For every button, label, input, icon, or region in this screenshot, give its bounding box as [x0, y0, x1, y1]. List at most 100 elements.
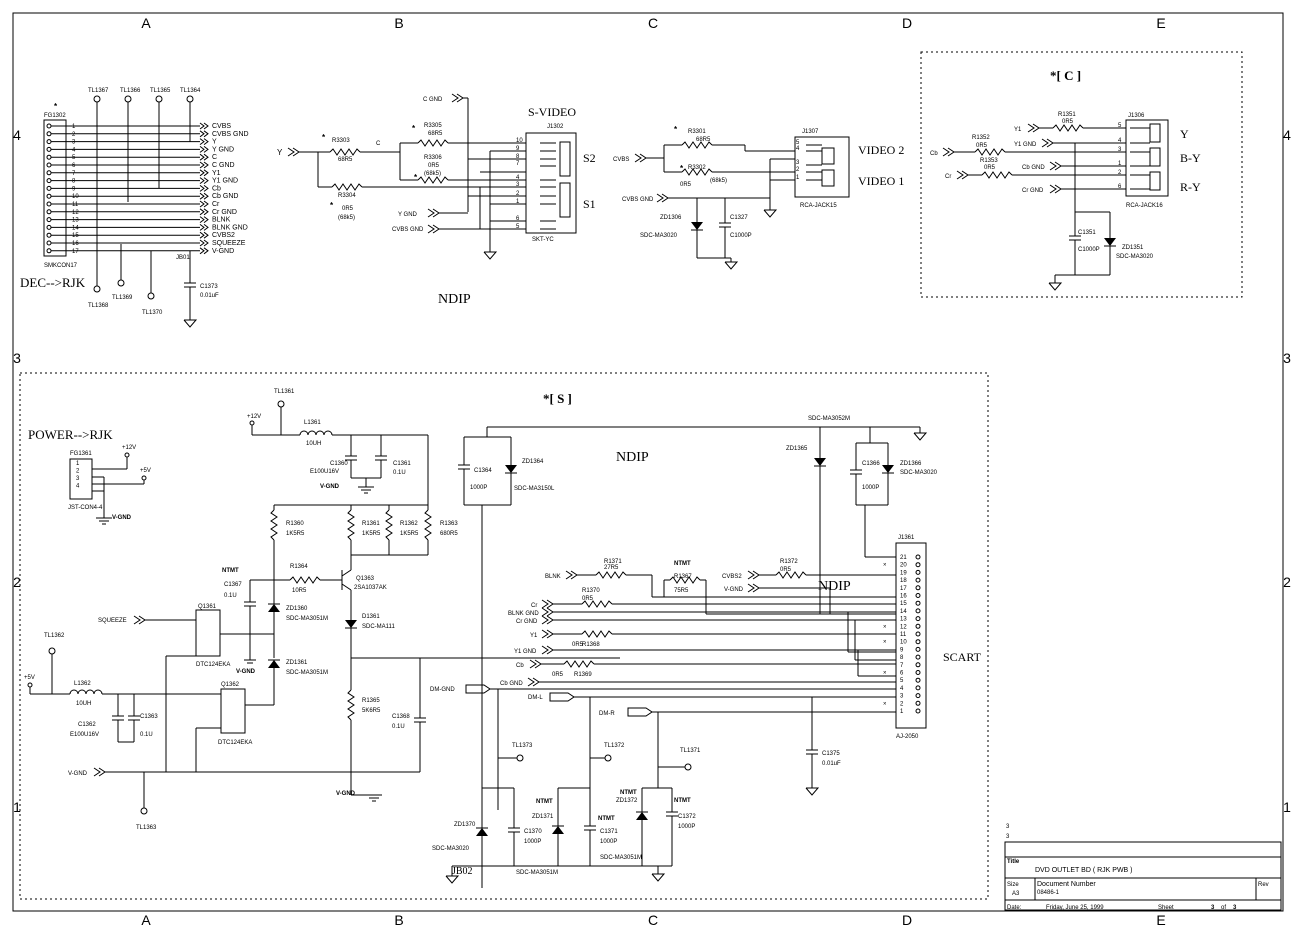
component-ref: J1302 [547, 124, 564, 130]
pin-number: 6 [900, 671, 904, 677]
star-marker: * [680, 164, 684, 173]
component-ref: R1364 [290, 564, 308, 570]
block-label-dec-rjk: DEC-->RJK [20, 275, 86, 290]
pin-circle [46, 146, 52, 152]
pin-number: 5 [72, 155, 76, 161]
component-ref: R1370 [582, 588, 600, 594]
net-label: BLNK [545, 574, 561, 580]
component-value: 0.1U [224, 593, 237, 599]
pin-circle [46, 139, 52, 145]
component-value: SDC-MA111 [362, 624, 395, 630]
component-ref: C1327 [730, 215, 748, 221]
component-value: 68R5 [696, 137, 711, 143]
pin-number: 15 [72, 233, 79, 239]
signal-label: SQUEEZE [212, 240, 246, 247]
pin-circle [915, 608, 921, 614]
star-marker: * [322, 133, 326, 142]
component-ref: ZD1364 [522, 459, 544, 465]
net-label: DM-GND [430, 687, 455, 693]
resistor-r1363 [424, 509, 432, 541]
component-value: 0R5 [1062, 119, 1074, 125]
pin-circle [46, 224, 52, 230]
signal-label: BLNK [212, 217, 231, 224]
signal-label: Cr [212, 201, 220, 208]
net-label: Y GND [398, 212, 418, 218]
port-arrow [203, 231, 209, 239]
ground-symbol [763, 209, 778, 218]
component-value: 0R5 [582, 596, 594, 602]
pin-number: 5 [900, 678, 904, 684]
pin-number: 12 [900, 624, 907, 630]
signal-label: C GND [212, 162, 235, 169]
port-arrow [203, 184, 209, 192]
pin-number: 7 [72, 171, 76, 177]
resistor-r3302 [681, 168, 713, 176]
pin-circle [915, 616, 921, 622]
component-ref: R3303 [332, 138, 350, 144]
component-ref: C1363 [140, 714, 158, 720]
component-value: 68R5 [338, 157, 353, 163]
pin-circle [915, 569, 921, 575]
component-ref: ZD1371 [532, 814, 554, 820]
frame-border [12, 12, 1284, 912]
port-arrow [203, 192, 209, 200]
component-ref: Q1363 [356, 576, 375, 582]
test-point-label: TL1366 [120, 88, 141, 94]
component-ref: J1306 [1128, 113, 1145, 119]
pin-number: 4 [796, 146, 800, 152]
component-value: SDC-MA3051M [600, 855, 642, 861]
sheet-total: 3 [1233, 905, 1237, 911]
pin-number: 2 [1118, 170, 1122, 176]
port-arrow [199, 169, 205, 177]
test-point-label: TL1370 [142, 310, 163, 316]
pin-number: 20 [900, 563, 907, 569]
pin-number: 14 [72, 225, 79, 231]
component-value: SDC-MA3051M [286, 670, 328, 676]
component-value: C1000P [730, 233, 752, 239]
pin-circle [915, 685, 921, 691]
resistor-r3306 [417, 176, 449, 184]
net-label: CVBS2 [722, 574, 742, 580]
net-label: Y1 [530, 633, 538, 639]
pin-number: 13 [72, 218, 79, 224]
s-section: TL1361 +12V L1361 10UH C1360 E100U16V C1… [24, 389, 982, 888]
c-block-border [920, 51, 1243, 298]
component-value: 2SA1037AK [354, 585, 387, 591]
port-arrow [199, 145, 205, 153]
component-ref: C1368 [392, 714, 410, 720]
component-ref: ZD1372 [616, 798, 638, 804]
component-value: 0R5 [552, 672, 564, 678]
net-label: CVBS [613, 157, 629, 163]
component-ref: R3304 [338, 193, 356, 199]
component-ref: ZD1351 [1122, 245, 1144, 251]
resistor-r1361 [347, 509, 355, 541]
pin-number: 9 [900, 647, 904, 653]
component-ref: R1367 [674, 574, 692, 580]
pin-number: 4 [1118, 138, 1122, 144]
pin-number: 17 [900, 586, 907, 592]
pin-circle [46, 209, 52, 215]
component-value: SDC-MA3052M [808, 416, 850, 422]
pin-number: 21 [900, 555, 907, 561]
scart-connector-body [895, 542, 927, 729]
resistor-r3305 [417, 139, 449, 147]
pin-circle [915, 670, 921, 675]
component-value: SDC-MA3150L [514, 486, 555, 492]
signal-label: BLNK GND [212, 224, 248, 231]
test-point-label: TL1373 [512, 743, 533, 749]
jack-label-video2: VIDEO 2 [858, 143, 904, 157]
pin-number: 9 [516, 146, 520, 152]
net-label: V-GND [724, 587, 744, 593]
pin-number: 8 [516, 154, 520, 160]
net-label: Cr GND [1022, 188, 1044, 194]
star-marker: * [414, 173, 418, 182]
pin-number: 10 [72, 194, 79, 200]
no-connect-mark: × [883, 671, 887, 677]
signal-label: Cr GND [212, 209, 237, 216]
pin-number: 1 [72, 124, 76, 130]
signal-label: Y1 [212, 170, 221, 177]
signal-label: Y GND [212, 146, 234, 153]
